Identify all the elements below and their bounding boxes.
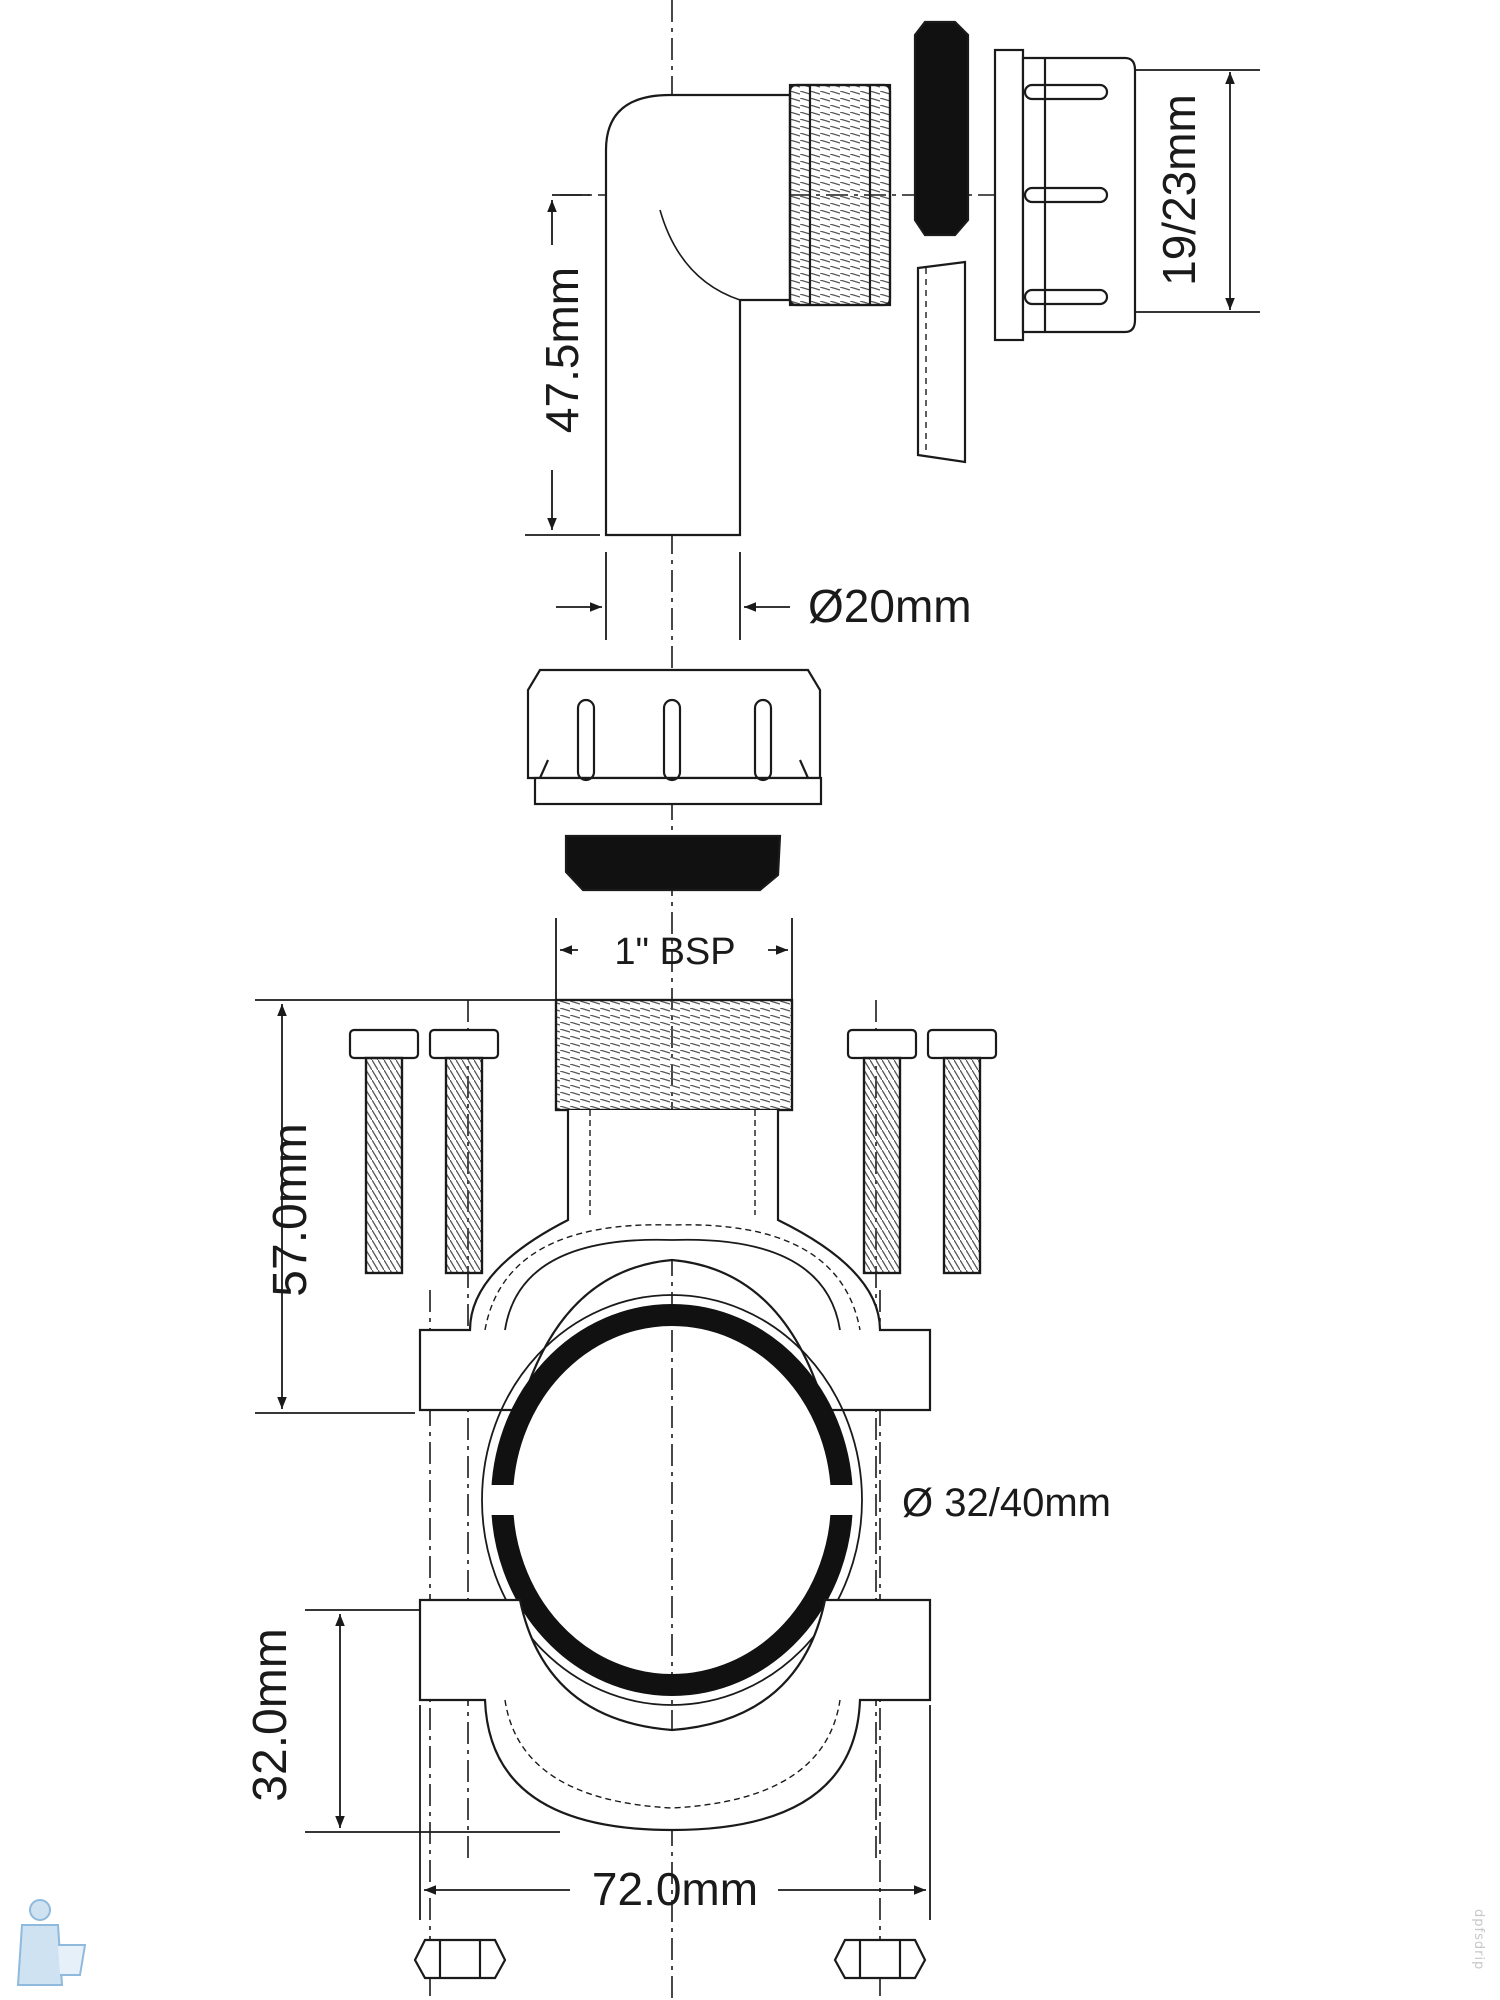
hex-nuts: [413, 1938, 927, 1980]
screw-4: [926, 1028, 998, 1275]
watermark-text: dpfsdrip: [1471, 1908, 1486, 1970]
lower-nut: [526, 668, 823, 806]
pipe-clamp-ring: [481, 1294, 863, 1706]
label-72mm: 72.0mm: [592, 1863, 758, 1915]
saddle-body: [418, 998, 932, 1412]
screw-3: [846, 1028, 918, 1275]
label-57mm: 57.0mm: [264, 1123, 317, 1296]
label-47-5mm: 47.5mm: [536, 267, 588, 433]
plumber-mascot-logo: [16, 1899, 87, 1986]
upper-nut: [993, 48, 1137, 342]
bottom-strap: [418, 1598, 932, 1832]
dimension-labels: 47.5mm 19/23mm Ø20mm 1" BSP 57.0mm Ø 32/…: [244, 94, 1205, 1915]
cone-washer: [916, 260, 967, 464]
upper-seal-ring: [913, 20, 970, 237]
label-d32-40mm: Ø 32/40mm: [902, 1481, 1111, 1525]
dimension-lines: [255, 69, 1260, 1920]
label-1-bsp: 1" BSP: [614, 931, 735, 973]
label-d20mm: Ø20mm: [808, 580, 972, 632]
elbow-fitting: [604, 83, 892, 537]
screws: [348, 1028, 998, 1275]
screw-1: [348, 1028, 420, 1275]
lower-seal-ring: [564, 834, 782, 892]
label-19-23mm: 19/23mm: [1153, 94, 1205, 286]
label-32mm: 32.0mm: [244, 1628, 297, 1801]
screw-2: [428, 1028, 500, 1275]
